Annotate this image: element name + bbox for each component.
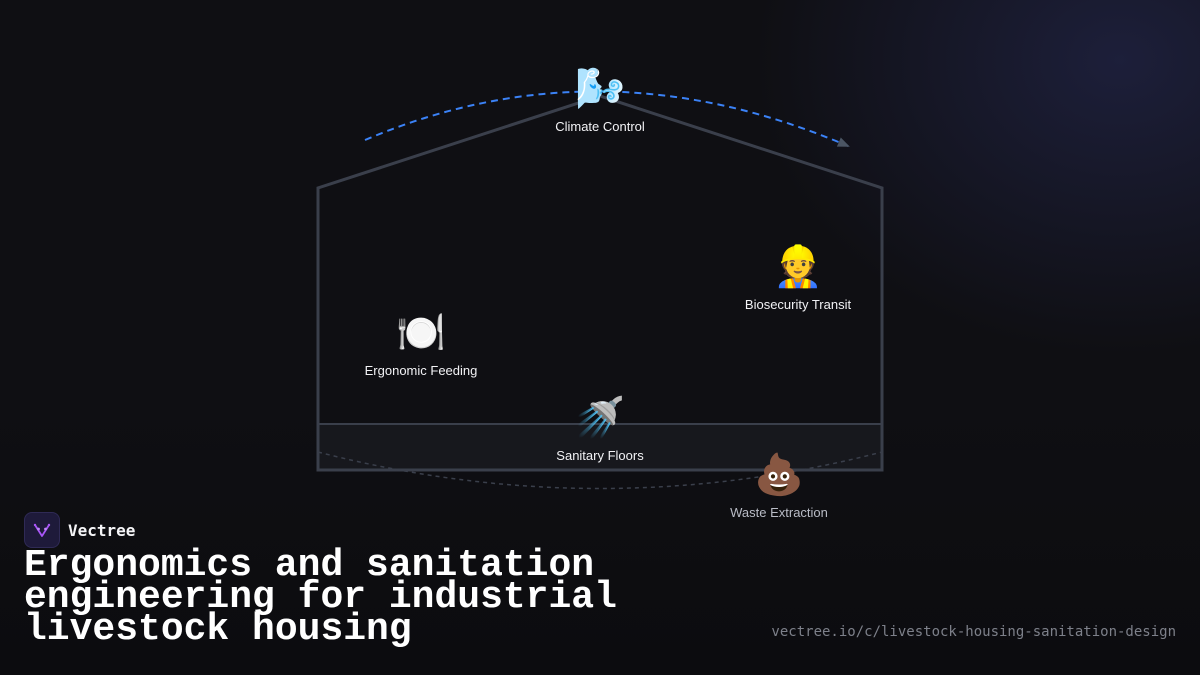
node-biosecurity-transit: 👷 Biosecurity Transit xyxy=(745,243,851,312)
shower-icon: 🚿 xyxy=(575,395,625,441)
construction-worker-icon: 👷 xyxy=(773,244,823,290)
page-title: Ergonomics and sanitation engineering fo… xyxy=(24,544,617,651)
waste-flow-arc xyxy=(317,451,883,490)
node-label: Biosecurity Transit xyxy=(744,297,852,312)
wind-face-icon: 🌬️ xyxy=(575,66,625,112)
node-waste-extraction: 💩 Waste Extraction xyxy=(730,451,828,520)
node-label: Waste Extraction xyxy=(730,505,828,520)
floor-band xyxy=(318,424,882,470)
node-climate-control: 🌬️ Climate Control xyxy=(555,65,645,134)
node-sanitary-floors: 🚿 Sanitary Floors xyxy=(556,394,643,463)
airflow-arc xyxy=(364,90,850,147)
barn-outline xyxy=(316,94,884,472)
node-label: Sanitary Floors xyxy=(556,448,644,463)
node-ergonomic-feeding: 🍽️ Ergonomic Feeding xyxy=(365,309,478,378)
plate-cutlery-icon: 🍽️ xyxy=(396,310,446,356)
brand-name: Vectree xyxy=(68,520,136,540)
node-label: Climate Control xyxy=(555,119,645,134)
pile-of-poo-icon: 💩 xyxy=(754,452,804,498)
node-label: Ergonomic Feeding xyxy=(364,363,478,378)
vectree-logo-icon xyxy=(24,512,60,548)
source-url[interactable]: vectree.io/c/livestock-housing-sanitatio… xyxy=(771,624,1176,640)
brand[interactable]: Vectree xyxy=(24,512,135,548)
